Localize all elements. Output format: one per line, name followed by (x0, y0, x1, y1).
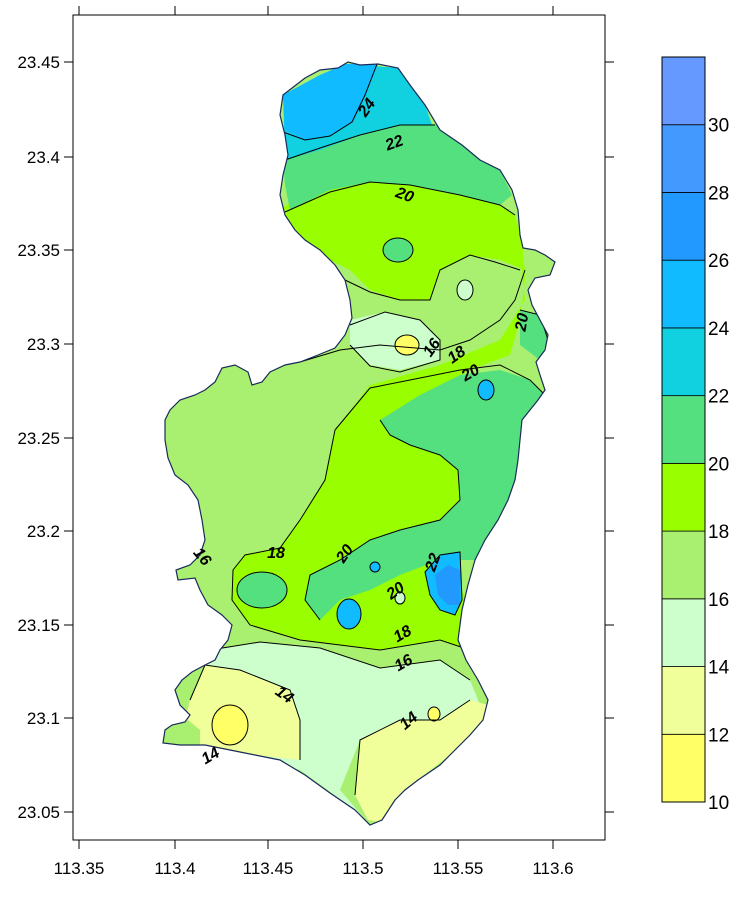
fill-band-14-16-north (350, 312, 440, 370)
contour-label: 22 (382, 132, 406, 154)
y-axis: 23.45 23.4 23.35 23.3 23.25 23.2 23.15 23.1 23.0… (17, 53, 614, 822)
fill-spot-blue-c (370, 562, 380, 572)
fill-spot-blue-a (478, 380, 494, 400)
fill-spot-10-12-a (212, 705, 248, 745)
fill-spot-20-22-a (383, 238, 413, 262)
contour-line-22-east (424, 551, 463, 616)
contour-line-16-mid (209, 641, 471, 681)
plot-frame (72, 14, 606, 841)
x-tick-label: 113.45 (243, 859, 294, 878)
x-tick-label: 113.6 (532, 859, 573, 878)
fill-band-12-14-se (355, 700, 488, 822)
contour-label: 22 (422, 551, 444, 575)
colorbar-swatch (661, 733, 706, 803)
fill-spot-10-12-c (428, 707, 440, 721)
y-tick-label: 23.05 (17, 803, 60, 822)
colorbar-swatch (661, 327, 706, 397)
contour-ring-d (336, 598, 362, 630)
colorbar-swatch (661, 598, 706, 667)
contour-line-22-north (284, 124, 435, 161)
contour-label: 20 (392, 184, 416, 206)
colorbar-label: 18 (708, 522, 729, 543)
colorbar-frame (661, 56, 706, 803)
contour-label: 14 (199, 744, 223, 768)
contour-line-20-north (284, 181, 516, 216)
colorbar-label: 20 (708, 454, 729, 475)
y-tick-label: 23.35 (17, 241, 60, 260)
contour-line-14-south (189, 664, 301, 760)
contour-line-20-mid (334, 364, 546, 431)
contour-ring-h (211, 704, 249, 746)
y-tick-label: 23.1 (27, 709, 60, 728)
colorbar-swatch (661, 259, 706, 329)
contour-ring-g (394, 591, 406, 605)
colorbar-label: 30 (708, 116, 729, 137)
contour-ring-c (477, 379, 495, 401)
x-axis: 113.35 113.4 113.45 113.5 113.55 113.6 (54, 6, 574, 878)
y-tick-label: 23.15 (17, 616, 60, 635)
contour-ring-i (394, 334, 420, 356)
fill-spot-16-18-sw (163, 720, 200, 745)
contour-ring-f (456, 279, 474, 301)
fill-spot-14-16-a (457, 280, 473, 300)
colorbar-swatch (661, 395, 706, 464)
colorbar-label: 24 (708, 319, 730, 340)
x-tick-label: 113.5 (342, 859, 383, 878)
fill-spot-blue-b (337, 599, 361, 629)
y-tick-label: 23.4 (27, 148, 60, 167)
y-tick-label: 23.2 (27, 522, 60, 541)
colorbar-label: 10 (708, 793, 729, 814)
fill-band-24-26-north (283, 64, 378, 140)
contour-ring-b (236, 571, 288, 609)
fill-band-20-22-north (283, 120, 512, 210)
contour-line-14-se (354, 699, 471, 796)
y-tick-label: 23.25 (17, 429, 60, 448)
contour-ring-j (427, 706, 441, 722)
colorbar-swatch (661, 192, 706, 261)
colorbar-swatch (661, 56, 706, 126)
fill-band-20-22-east (305, 370, 545, 620)
contour-label: 16 (392, 651, 416, 675)
contour-ring-a (382, 237, 414, 263)
contour-lines (189, 63, 549, 796)
y-tick-label: 23.45 (17, 53, 60, 72)
fill-spot-20-22-b (237, 572, 287, 608)
contour-fill-group (163, 62, 555, 825)
contour-line-18-mid (299, 269, 526, 363)
y-tick-label: 23.3 (27, 335, 60, 354)
contour-line-20-center (304, 419, 461, 621)
colorbar-swatch (661, 530, 706, 600)
colorbar-label: 26 (708, 251, 729, 272)
colorbar-swatch (661, 666, 706, 735)
contour-label: 18 (391, 622, 415, 646)
fill-spot-blue-e (435, 565, 460, 605)
colorbar-label: 22 (708, 387, 729, 408)
colorbar: 10 12 14 16 18 20 22 24 26 28 30 (661, 56, 730, 814)
colorbar-swatch (661, 124, 706, 193)
fill-spot-14-16-b (395, 592, 405, 604)
colorbar-label: 12 (708, 725, 729, 746)
contour-line-18-center (231, 429, 471, 651)
colorbar-label: 14 (708, 658, 730, 679)
contour-ring-e (369, 561, 381, 573)
region-outline (162, 61, 556, 826)
contour-line-24 (282, 63, 378, 141)
x-tick-label: 113.35 (54, 859, 105, 878)
contour-label: 20 (512, 312, 532, 334)
colorbar-label: 28 (708, 183, 729, 204)
x-tick-label: 113.55 (433, 859, 484, 878)
x-tick-label: 113.4 (154, 859, 195, 878)
fill-band-18-20 (232, 180, 525, 650)
colorbar-label: 16 (708, 590, 729, 611)
colorbar-swatch (661, 462, 706, 532)
contour-label: 18 (267, 545, 285, 562)
contour-line-18-north (344, 254, 521, 301)
fill-spot-10-12-b (395, 335, 419, 355)
